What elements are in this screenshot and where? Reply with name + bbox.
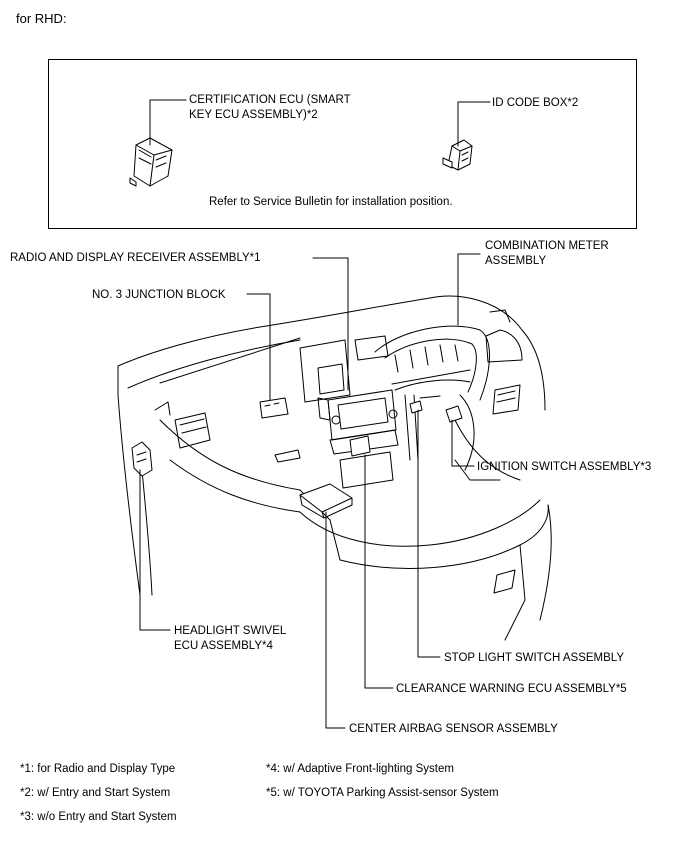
label-id-code-box: ID CODE BOX*2: [492, 97, 579, 109]
footnote-2: *2: w/ Entry and Start System: [20, 787, 171, 799]
ignition-switch-illustration: [445, 405, 463, 423]
certification-ecu-illustration: [129, 99, 187, 187]
stop-light-switch-illustration: [409, 400, 423, 414]
label-headlight-swivel-ecu: HEADLIGHT SWIVEL ECU ASSEMBLY*4: [174, 625, 287, 652]
label-radio-display-receiver: RADIO AND DISPLAY RECEIVER ASSEMBLY*1: [10, 252, 261, 264]
inset-note: Refer to Service Bulletin for installati…: [209, 196, 453, 208]
label-clearance-warning-ecu: CLEARANCE WARNING ECU ASSEMBLY*5: [396, 683, 627, 695]
clearance-warning-ecu-illustration: [349, 435, 371, 457]
center-airbag-sensor-illustration: [299, 483, 353, 519]
label-stop-light-switch: STOP LIGHT SWITCH ASSEMBLY: [444, 652, 625, 664]
footnote-5: *5: w/ TOYOTA Parking Assist-sensor Syst…: [266, 787, 499, 799]
junction-block-illustration: [259, 397, 289, 419]
id-code-box-illustration: [442, 101, 491, 171]
footnote-4: *4: w/ Adaptive Front-lighting System: [266, 763, 454, 775]
label-certification-ecu: CERTIFICATION ECU (SMART KEY ECU ASSEMBL…: [189, 94, 351, 121]
label-junction-block: NO. 3 JUNCTION BLOCK: [92, 289, 226, 301]
leader-lines: [139, 253, 481, 729]
footnote-3: *3: w/o Entry and Start System: [20, 811, 177, 823]
page-title: for RHD:: [16, 11, 67, 26]
dashboard-outline: [117, 295, 552, 641]
footnote-1: *1: for Radio and Display Type: [20, 763, 176, 775]
label-combination-meter: COMBINATION METER ASSEMBLY: [485, 240, 609, 267]
label-center-airbag-sensor: CENTER AIRBAG SENSOR ASSEMBLY: [349, 723, 558, 735]
label-ignition-switch: IGNITION SWITCH ASSEMBLY*3: [477, 461, 652, 473]
headlight-ecu-illustration: [131, 441, 153, 477]
inset-box: [48, 59, 637, 229]
